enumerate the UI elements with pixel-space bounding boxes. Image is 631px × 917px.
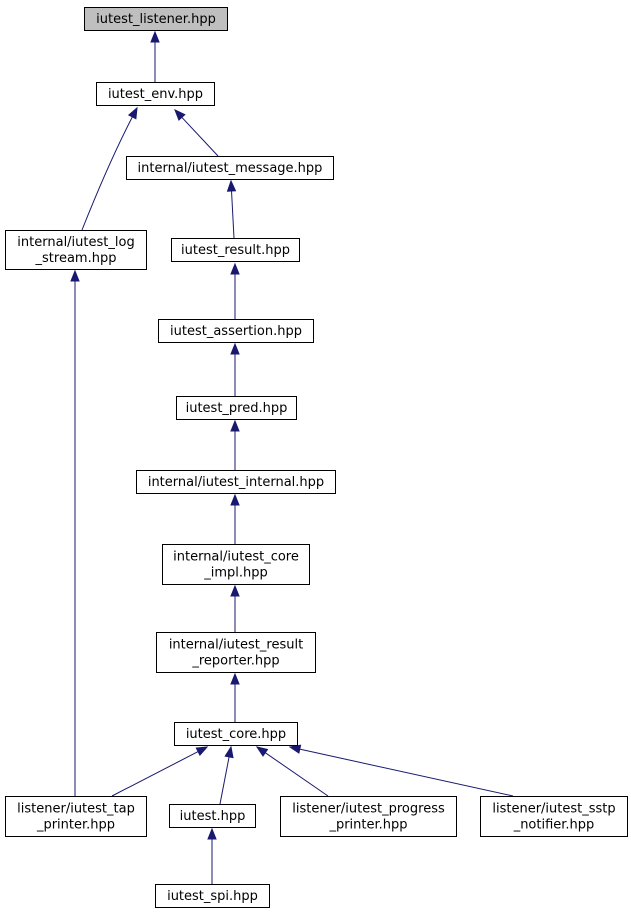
edge-iutest-to-core — [219, 745, 234, 805]
node-label: _notifier.hpp — [513, 818, 595, 833]
node-box — [176, 396, 297, 420]
node-label: iutest.hpp — [180, 809, 246, 824]
edge-env-to-listener — [150, 30, 160, 82]
node-label: iutest_pred.hpp — [186, 401, 288, 416]
edge-result-to-message — [226, 179, 237, 239]
node-box — [5, 796, 147, 837]
arrowhead-icon — [230, 419, 240, 432]
node-label: _reporter.hpp — [191, 654, 279, 669]
arrowhead-icon — [150, 30, 160, 43]
edge-log-to-env — [81, 106, 138, 231]
node-label: listener/iutest_tap — [17, 802, 135, 817]
node-box — [480, 796, 628, 837]
node-label: iutest_result.hpp — [181, 243, 290, 258]
node-internal[interactable]: internal/iutest_internal.hpp — [136, 470, 336, 494]
node-sstp[interactable]: listener/iutest_sstp_notifier.hpp — [480, 796, 628, 837]
node-box — [96, 82, 215, 106]
arrowhead-icon — [230, 262, 240, 275]
arrowhead-icon — [224, 745, 234, 759]
arrowhead-icon — [230, 584, 240, 597]
node-reporter[interactable]: internal/iutest_result_reporter.hpp — [156, 632, 316, 673]
node-box — [5, 230, 147, 270]
node-box — [162, 544, 310, 585]
node-assertion[interactable]: iutest_assertion.hpp — [158, 319, 314, 343]
arrowhead-icon — [288, 744, 302, 754]
edge-sstp-to-core — [288, 744, 514, 797]
arrowhead-icon — [230, 672, 240, 685]
edge-spi-to-iutest — [207, 827, 217, 884]
node-label: iutest_listener.hpp — [96, 12, 216, 27]
edges-layer — [70, 30, 514, 884]
edge-pred-to-assertion — [230, 342, 240, 396]
node-result[interactable]: iutest_result.hpp — [171, 238, 300, 262]
node-box — [158, 319, 314, 343]
node-box — [280, 796, 457, 837]
node-label: iutest_spi.hpp — [167, 889, 258, 904]
node-box — [169, 804, 256, 828]
arrowhead-icon — [207, 827, 217, 840]
edge-internal-to-pred — [230, 419, 240, 470]
node-env[interactable]: iutest_env.hpp — [96, 82, 215, 106]
node-box — [174, 722, 298, 746]
node-label: internal/iutest_log — [17, 235, 134, 250]
arrowhead-icon — [127, 106, 138, 120]
edge-assertion-to-result — [230, 262, 240, 319]
node-label: iutest_assertion.hpp — [170, 324, 302, 339]
node-label: iutest_env.hpp — [108, 87, 203, 102]
edge-reporter-to-coreimpl — [230, 584, 240, 632]
edge-core-to-reporter — [230, 672, 240, 722]
node-listener[interactable]: iutest_listener.hpp — [84, 7, 228, 31]
node-tap[interactable]: listener/iutest_tap_printer.hpp — [5, 796, 147, 837]
node-box — [84, 7, 228, 31]
node-core[interactable]: iutest_core.hpp — [174, 722, 298, 746]
node-box — [156, 632, 316, 673]
node-label: internal/iutest_internal.hpp — [148, 475, 324, 490]
arrowhead-icon — [230, 342, 240, 355]
node-box — [136, 470, 336, 494]
arrowhead-icon — [70, 269, 80, 282]
node-box — [155, 884, 270, 908]
node-box — [171, 238, 300, 262]
edge-progress-to-core — [255, 746, 329, 797]
node-label: listener/iutest_sstp — [492, 802, 615, 817]
node-label: _impl.hpp — [203, 566, 268, 581]
edge-tap-to-core — [111, 746, 209, 797]
node-label: iutest_core.hpp — [186, 727, 286, 742]
node-progress[interactable]: listener/iutest_progress_printer.hpp — [280, 796, 457, 837]
node-label: internal/iutest_message.hpp — [138, 161, 323, 176]
arrowhead-icon — [255, 746, 269, 757]
node-spi[interactable]: iutest_spi.hpp — [155, 884, 270, 908]
node-label: _printer.hpp — [36, 818, 115, 833]
arrowhead-icon — [195, 746, 209, 756]
node-label: internal/iutest_core — [173, 550, 299, 565]
edge-tap-to-log — [70, 269, 80, 796]
node-label: _printer.hpp — [328, 818, 407, 833]
edge-coreimpl-to-internal — [230, 493, 240, 544]
edge-message-to-env — [174, 109, 219, 157]
node-label: listener/iutest_progress — [292, 802, 445, 817]
node-iutest[interactable]: iutest.hpp — [169, 804, 256, 828]
node-pred[interactable]: iutest_pred.hpp — [176, 396, 297, 420]
node-message[interactable]: internal/iutest_message.hpp — [126, 156, 334, 180]
node-coreimpl[interactable]: internal/iutest_core_impl.hpp — [162, 544, 310, 585]
node-log[interactable]: internal/iutest_log_stream.hpp — [5, 230, 147, 270]
nodes-layer: iutest_listener.hpp iutest_env.hppinterna… — [5, 7, 628, 908]
arrowhead-icon — [230, 493, 240, 506]
node-label: _stream.hpp — [35, 251, 117, 266]
arrowhead-icon — [174, 109, 186, 121]
node-label: internal/iutest_result — [169, 638, 303, 653]
arrowhead-icon — [226, 179, 237, 192]
node-box — [126, 156, 334, 180]
